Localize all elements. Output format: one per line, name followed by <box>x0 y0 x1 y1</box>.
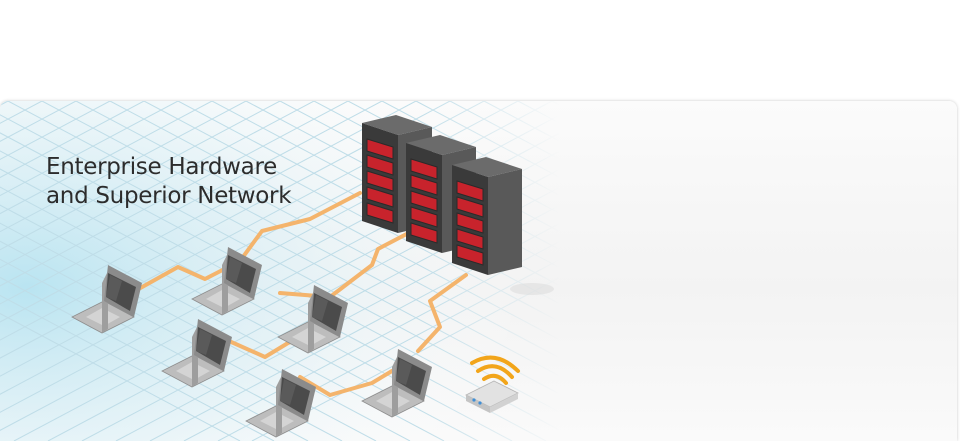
banner-headline: Enterprise Hardware and Superior Network <box>46 153 292 211</box>
cable-e <box>416 273 468 353</box>
cable-b <box>278 225 422 299</box>
wireless-router-icon <box>465 355 520 413</box>
headline-line-1: Enterprise Hardware <box>46 154 277 180</box>
laptop-3 <box>161 318 233 388</box>
laptop-2 <box>191 246 263 316</box>
hero-banner: Enterprise Hardware and Superior Network <box>0 101 957 441</box>
laptop-group <box>71 246 433 438</box>
server-rack-3 <box>452 157 554 295</box>
laptop-1 <box>71 264 143 334</box>
headline-line-2: and Superior Network <box>46 183 292 209</box>
cable-d <box>298 369 394 397</box>
network-illustration <box>71 115 554 438</box>
